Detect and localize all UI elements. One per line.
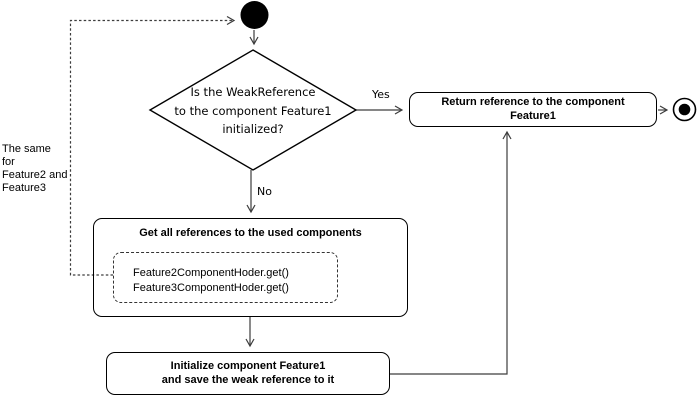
- decision-diamond: [148, 49, 358, 171]
- initial-node: [240, 1, 269, 29]
- note-label: The same for Feature2 and Feature3: [2, 143, 67, 195]
- decision-line: to the component Feature1: [174, 103, 332, 118]
- code-line: Feature3ComponentHoder.get(): [133, 282, 289, 294]
- note-line: Feature3: [2, 182, 47, 194]
- loop-connector: [69, 15, 236, 276]
- code-group-box: Feature2ComponentHoder.get() Feature3Com…: [113, 252, 338, 303]
- final-node-dot: [678, 103, 691, 116]
- note-line: for: [2, 156, 15, 168]
- action-text-line: and save the weak reference to it: [161, 373, 335, 386]
- code-line: Feature2ComponentHoder.get(): [133, 267, 289, 279]
- action-text-line: Feature1: [510, 109, 556, 122]
- action-text-line: Return reference to the component: [441, 96, 625, 108]
- action-text-line: Initialize component Feature1: [170, 360, 326, 372]
- note-line: Feature2 and: [2, 169, 68, 181]
- decision-question: Is the WeakReference to the component Fe…: [153, 83, 353, 139]
- action-title: Get all references to the used component…: [139, 227, 362, 239]
- decision-line: initialized?: [222, 122, 284, 136]
- action-initialize: Initialize component Feature1 and save t…: [106, 352, 390, 395]
- no-edge-label: No: [257, 185, 272, 198]
- yes-edge-label: Yes: [372, 88, 390, 101]
- decision-line: Is the WeakReference: [190, 85, 316, 99]
- return-connector: [390, 130, 512, 375]
- action-get-references: Get all references to the used component…: [93, 218, 408, 317]
- note-line: The same: [2, 143, 51, 155]
- action-return-reference: Return reference to the component Featur…: [409, 92, 657, 127]
